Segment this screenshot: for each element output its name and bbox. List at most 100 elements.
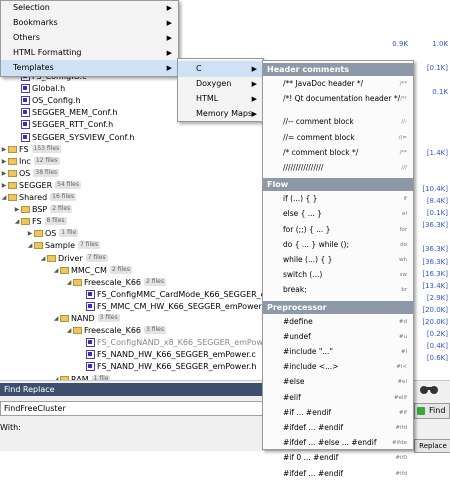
template-item[interactable]: /////////////////// bbox=[263, 161, 413, 175]
template-item[interactable]: do { ... } while (); do bbox=[263, 238, 413, 252]
tree-file[interactable]: Global.h bbox=[13, 82, 65, 95]
template-item[interactable]: #include <...>#i< bbox=[263, 360, 413, 374]
templates-item-html[interactable]: HTML▶ bbox=[178, 91, 263, 107]
tree-file[interactable]: SEGGER_SYSVIEW_Conf.h bbox=[13, 131, 134, 144]
folder-icon bbox=[8, 169, 17, 177]
find-input[interactable]: FindFreeCluster bbox=[0, 401, 263, 416]
expand-toggle-icon[interactable]: ◢ bbox=[27, 242, 33, 250]
expand-toggle-icon[interactable]: ◢ bbox=[53, 375, 59, 383]
templates-item-memory-maps[interactable]: Memory Maps▶ bbox=[178, 106, 263, 122]
source-file-icon bbox=[86, 289, 95, 299]
template-item[interactable]: else { ... }el bbox=[263, 207, 413, 221]
template-item-label: do { ... } while (); bbox=[283, 239, 350, 249]
template-item[interactable]: #elif#elif bbox=[263, 391, 413, 405]
menu-item-label: Doxygen bbox=[196, 79, 232, 88]
menu-item-bookmarks[interactable]: Bookmarks▶ bbox=[1, 15, 178, 31]
menu-item-templates[interactable]: Templates▶ bbox=[1, 60, 178, 76]
tree-item-label: Freescale_K66 bbox=[84, 326, 142, 336]
templates-item-c[interactable]: C▶ bbox=[178, 61, 263, 77]
template-item[interactable]: //= comment block//= bbox=[263, 131, 413, 145]
menu-item-others[interactable]: Others▶ bbox=[1, 30, 178, 46]
template-item-label: #ifdef ... #endif bbox=[283, 468, 344, 478]
folder-icon bbox=[8, 181, 17, 189]
tree-file[interactable]: FS_NAND_HW_K66_SEGGER_emPower.h bbox=[78, 360, 256, 373]
expand-toggle-icon[interactable]: ◢ bbox=[66, 278, 72, 286]
template-item[interactable]: for (;;) { ... }for bbox=[263, 223, 413, 237]
size-value-total: 0.1K bbox=[432, 88, 448, 97]
tree-file[interactable]: SEGGER_MEM_Conf.h bbox=[13, 106, 117, 119]
expand-toggle-icon[interactable]: ▶ bbox=[1, 181, 7, 189]
source-file-icon bbox=[21, 120, 30, 130]
expand-toggle-icon[interactable]: ◢ bbox=[14, 218, 20, 226]
submenu-arrow-icon: ▶ bbox=[251, 110, 257, 118]
folder-icon bbox=[8, 157, 17, 165]
expand-toggle-icon[interactable]: ▶ bbox=[14, 206, 20, 214]
template-shortcut: if bbox=[403, 196, 407, 203]
size-value-total: [2.9K] bbox=[426, 293, 448, 302]
replace-button[interactable]: Replace bbox=[414, 439, 450, 453]
tree-file[interactable]: SEGGER_RTT_Conf.h bbox=[13, 118, 113, 131]
menu-item-selection[interactable]: Selection▶ bbox=[1, 0, 178, 16]
template-item[interactable]: /*! Qt documentation header *//*! bbox=[263, 92, 413, 106]
template-item[interactable]: while (...) { }wh bbox=[263, 253, 413, 267]
binoculars-icon[interactable] bbox=[412, 381, 448, 396]
expand-toggle-icon[interactable]: ▶ bbox=[27, 230, 33, 238]
template-item[interactable]: #else#el bbox=[263, 375, 413, 389]
template-item[interactable]: #if ... #endif#if bbox=[263, 406, 413, 420]
template-item[interactable]: #include "..."#i bbox=[263, 345, 413, 359]
size-value-total: [16.3K] bbox=[422, 269, 448, 278]
template-item[interactable]: /** JavaDoc header *//** bbox=[263, 77, 413, 91]
template-item[interactable]: #ifdef ... #endif#ifd bbox=[263, 467, 413, 481]
template-item[interactable]: #ifdef ... #endif#ifd bbox=[263, 421, 413, 435]
template-item[interactable]: break;br bbox=[263, 283, 413, 297]
file-count-badge: 153 files bbox=[31, 144, 62, 153]
template-item[interactable]: /* comment block *//** bbox=[263, 146, 413, 160]
template-item[interactable]: if (...) { }if bbox=[263, 192, 413, 206]
tree-file[interactable]: OS_Config.h bbox=[13, 94, 81, 107]
template-shortcut: wh bbox=[399, 257, 407, 263]
template-item-label: #ifdef ... #else ... #endif bbox=[283, 438, 377, 448]
templates-submenu: C▶Doxygen▶HTML▶Memory Maps▶ bbox=[177, 58, 264, 122]
expand-toggle-icon[interactable]: ◢ bbox=[53, 266, 59, 274]
template-shortcut: #d bbox=[398, 318, 407, 325]
expand-toggle-icon[interactable]: ▶ bbox=[1, 157, 7, 165]
template-item[interactable]: #undef#u bbox=[263, 330, 413, 344]
menu-item-html-formatting[interactable]: HTML Formatting▶ bbox=[1, 45, 178, 61]
tree-file[interactable]: FS_NAND_HW_K66_SEGGER_emPower.c bbox=[78, 348, 256, 361]
template-item[interactable]: //-- comment block//- bbox=[263, 115, 413, 129]
expand-toggle-icon[interactable]: ◢ bbox=[1, 194, 7, 201]
template-item[interactable]: #ifdef ... #else ... #endif#ifde bbox=[263, 436, 413, 450]
template-item[interactable]: #define#d bbox=[263, 315, 413, 329]
submenu-arrow-icon: ▶ bbox=[166, 4, 172, 12]
expand-toggle-icon[interactable]: ◢ bbox=[40, 254, 46, 262]
templates-item-doxygen[interactable]: Doxygen▶ bbox=[178, 76, 263, 92]
template-item-label: #if ... #endif bbox=[283, 407, 332, 417]
template-item-label: #ifdef ... #endif bbox=[283, 423, 344, 432]
expand-toggle-icon[interactable]: ▶ bbox=[1, 145, 7, 153]
tree-file[interactable]: FS_ConfigMMC_CardMode_K66_SEGGER_emPower… bbox=[78, 288, 304, 301]
tree-item-label: FS_ConfigNAND_x8_K66_SEGGER_emPower.c bbox=[97, 338, 278, 348]
template-shortcut: do bbox=[400, 241, 407, 248]
size-value-total: [0.2K] bbox=[426, 330, 448, 339]
template-item[interactable]: #if 0 ... #endif#if0 bbox=[263, 451, 413, 465]
expand-toggle-icon[interactable]: ◢ bbox=[66, 327, 72, 335]
expand-toggle-icon[interactable]: ◢ bbox=[53, 315, 59, 322]
template-item[interactable]: switch (...)sw bbox=[263, 268, 413, 282]
expand-toggle-icon[interactable]: ▶ bbox=[1, 169, 7, 177]
context-menu: Selection▶Bookmarks▶Others▶HTML Formatti… bbox=[0, 0, 179, 77]
find-button[interactable]: Find bbox=[414, 403, 450, 419]
